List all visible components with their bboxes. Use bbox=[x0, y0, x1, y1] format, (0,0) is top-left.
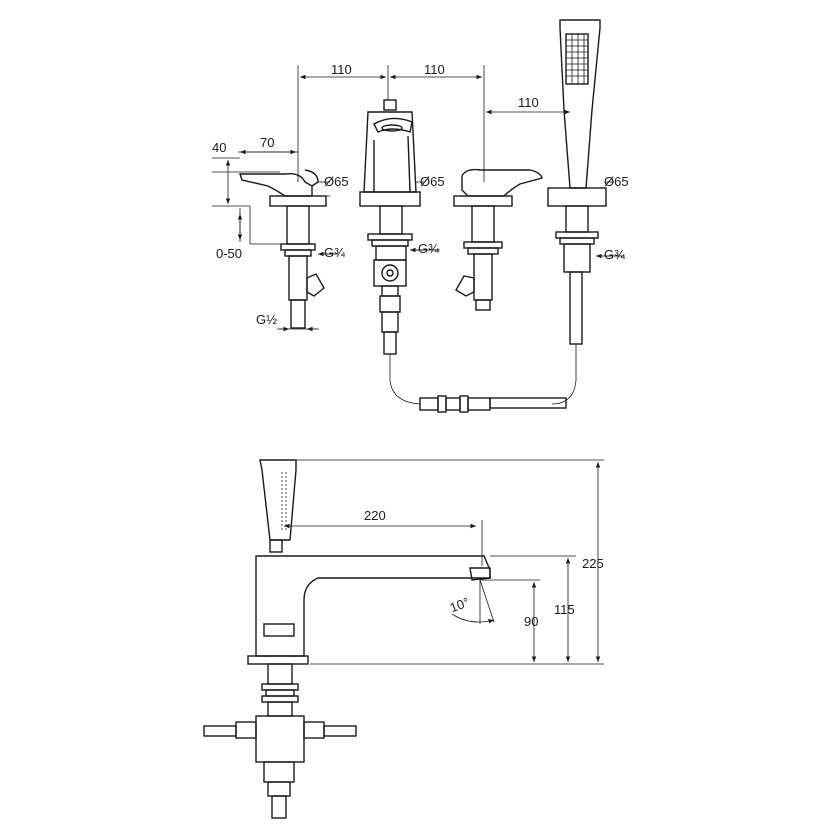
total-height-label: 225 bbox=[582, 556, 604, 571]
spacing-label-3: 110 bbox=[518, 95, 539, 110]
hand-shower: Ø65 G¾ bbox=[547, 19, 629, 345]
spacing-label-1: 110 bbox=[331, 62, 352, 77]
deck-range-label: 0-50 bbox=[216, 246, 242, 261]
diameter-label-3: Ø65 bbox=[604, 174, 629, 189]
spout-height-label: 115 bbox=[554, 602, 575, 617]
side-view: 220 225 115 90 10° bbox=[203, 459, 604, 819]
spout-angle-label: 10° bbox=[448, 594, 472, 615]
diameter-label-2: Ø65 bbox=[420, 174, 445, 189]
thread-label-2: G¾ bbox=[418, 241, 439, 256]
left-valve: 70 40 0-50 G½ G bbox=[212, 135, 349, 332]
shower-hose bbox=[389, 344, 577, 413]
center-spout: G¾ Ø65 bbox=[359, 99, 445, 355]
spacing-label-2: 110 bbox=[424, 62, 445, 77]
inlet-thread-label: G½ bbox=[256, 312, 277, 327]
thread-label-1: G¾ bbox=[324, 245, 345, 260]
lever-width-label: 70 bbox=[260, 135, 274, 150]
diameter-label-1: Ø65 bbox=[324, 174, 349, 189]
spacing-dimensions: 110 110 110 bbox=[297, 62, 570, 182]
spout-reach-label: 220 bbox=[364, 508, 386, 523]
thread-label-3: G¾ bbox=[604, 247, 625, 262]
outlet-height-label: 90 bbox=[524, 614, 538, 629]
front-view: 110 110 110 70 40 0-50 bbox=[212, 19, 629, 413]
lever-height-label: 40 bbox=[212, 140, 226, 155]
mixer-valve bbox=[453, 168, 543, 311]
